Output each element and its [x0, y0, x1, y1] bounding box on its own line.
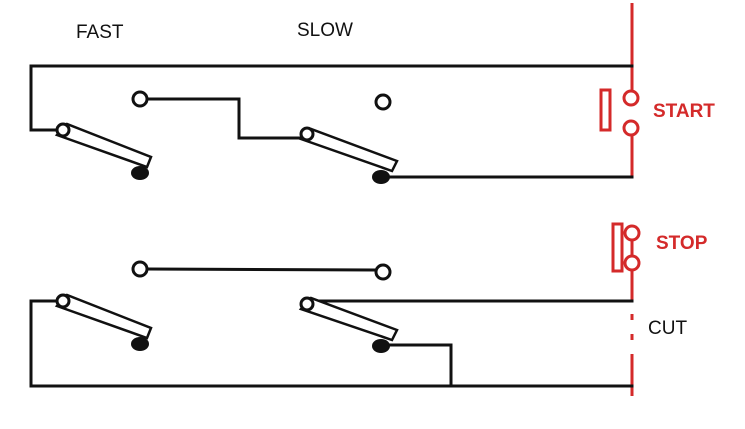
- lever-hinge-upper-fast: [55, 122, 71, 138]
- lever-hinge-upper-slow: [299, 126, 315, 142]
- label-fast: FAST: [76, 22, 124, 43]
- label-start: START: [653, 101, 715, 122]
- terminal-upper-fast: [131, 90, 149, 108]
- switch-lower-fast: [54, 260, 153, 351]
- pivot-upper-fast: [131, 166, 149, 180]
- switch-lower-slow: [298, 263, 399, 353]
- pivot-lower-slow: [372, 339, 390, 353]
- lever-lower-fast: [54, 293, 153, 340]
- lower-circuit: [29, 267, 634, 388]
- terminal-lower-fast: [131, 260, 149, 278]
- lever-upper-slow: [298, 127, 399, 173]
- pivot-upper-slow: [372, 170, 390, 184]
- start-terminal-top: [622, 89, 640, 107]
- wire-lower-loop: [29, 299, 634, 388]
- wire-lower-drop: [381, 343, 453, 388]
- start-button: [599, 88, 640, 137]
- lever-lower-slow: [298, 296, 399, 342]
- upper-circuit: [29, 64, 634, 179]
- stop-terminal-bottom: [623, 254, 641, 272]
- switch-upper-fast: [54, 90, 153, 180]
- terminal-upper-slow: [374, 93, 392, 111]
- wire-upper-loop: [29, 64, 634, 132]
- terminal-lower-slow: [374, 263, 392, 281]
- switch-upper-slow: [298, 93, 399, 184]
- lever-upper-fast: [54, 122, 153, 169]
- wire-lower-link: [146, 267, 376, 272]
- pivot-lower-fast: [131, 337, 149, 351]
- lever-hinge-lower-slow: [299, 296, 315, 312]
- start-terminal-bottom: [622, 119, 640, 137]
- start-button-plunger: [599, 88, 612, 132]
- stop-button-plunger: [611, 222, 624, 273]
- lever-hinge-lower-fast: [55, 293, 71, 309]
- wire-fast-to-slow: [146, 97, 309, 140]
- label-slow: SLOW: [297, 20, 353, 41]
- stop-terminal-top: [623, 224, 641, 242]
- stop-button: [611, 222, 641, 273]
- label-cut: CUT: [648, 318, 687, 339]
- label-stop: STOP: [656, 233, 708, 254]
